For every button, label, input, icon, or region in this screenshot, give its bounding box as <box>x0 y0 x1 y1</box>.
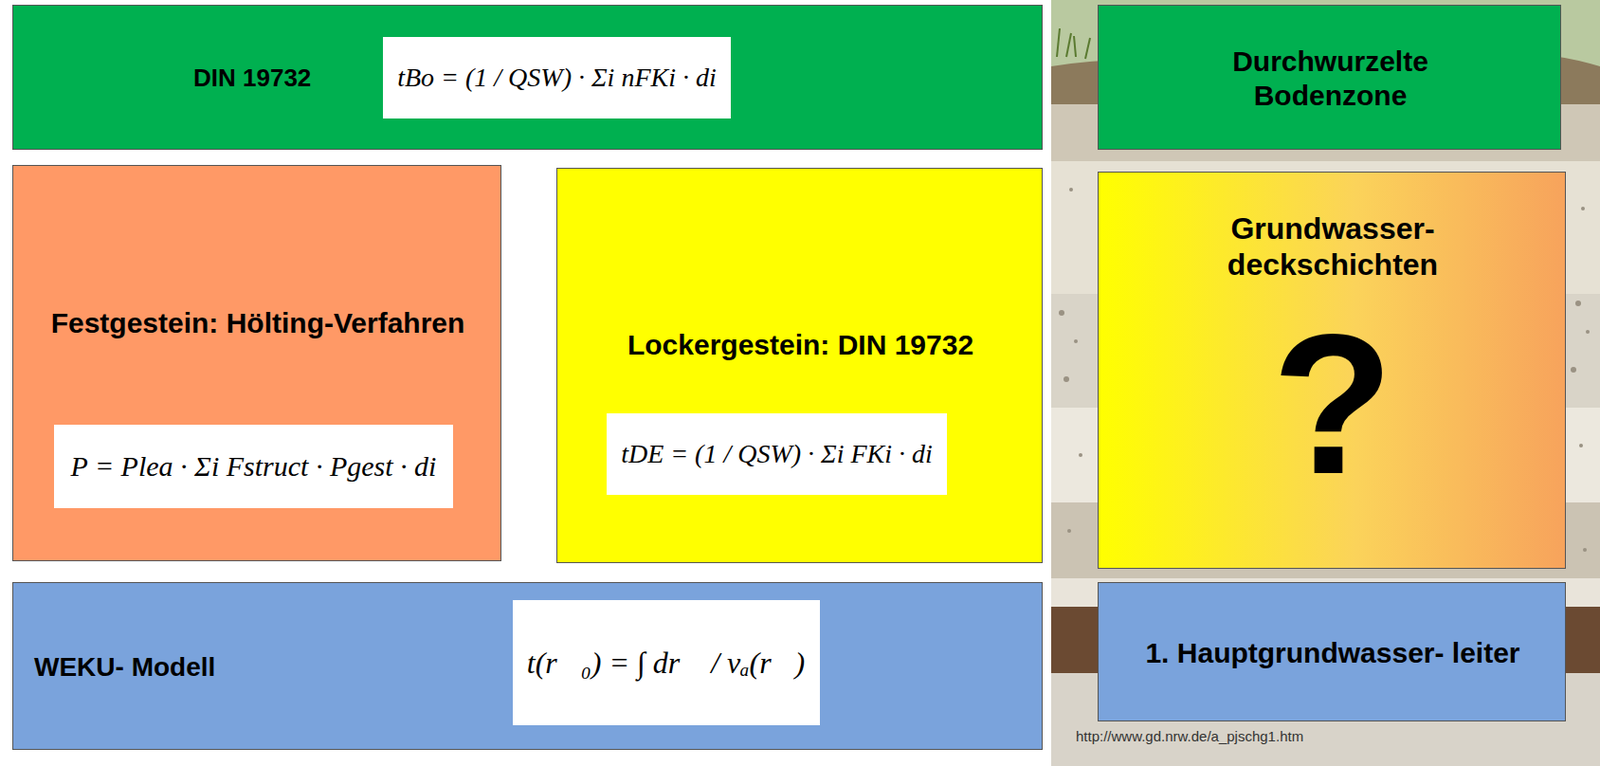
box-title: DIN 19732 <box>193 63 311 93</box>
zone-box: Grundwasser- deckschichten? <box>1097 171 1566 569</box>
method-band: WEKU- Modell t(r⃗₀) = ∫ dr⃗ / vₐ(r⃗) <box>12 581 1043 750</box>
source-url: http://www.gd.nrw.de/a_pjschg1.htm <box>1072 727 1307 745</box>
method-band: DIN 19732 tBo = (1 / QSW) · Σi nFKi · di <box>12 4 1043 150</box>
formula-text: tBo = (1 / QSW) · Σi nFKi · di <box>397 61 717 94</box>
soil-ground <box>1051 0 1600 766</box>
box-title: Durchwurzelte Bodenzone <box>1179 44 1483 113</box>
method-box: Lockergestein: DIN 19732 tDE = (1 / QSW) … <box>556 167 1043 564</box>
zone-box: Durchwurzelte Bodenzone <box>1097 4 1562 150</box>
formula-text: t(r⃗₀) = ∫ dr⃗ / vₐ(r⃗) <box>527 644 805 681</box>
formula-box: t(r⃗₀) = ∫ dr⃗ / vₐ(r⃗) <box>512 600 820 726</box>
method-box: Festgestein: Hölting-Verfahren P = Plea ·… <box>12 164 502 562</box>
formula-box: tDE = (1 / QSW) · Σi FKi · di <box>606 413 947 495</box>
grass-blades <box>1056 28 1091 59</box>
zone-box: 1. Hauptgrundwasser- leiter <box>1097 581 1566 722</box>
formula-box: tBo = (1 / QSW) · Σi nFKi · di <box>382 36 731 119</box>
box-title: Lockergestein: DIN 19732 <box>627 327 974 363</box>
formula-box: P = Plea · Σi Fstruct · Pgest · di <box>54 424 454 509</box>
formula-text: P = Plea · Σi Fstruct · Pgest · di <box>71 449 437 484</box>
box-title: Festgestein: Hölting-Verfahren <box>49 306 467 341</box>
box-title: ? <box>1272 305 1394 505</box>
box-title: 1. Hauptgrundwasser- leiter <box>1143 636 1523 671</box>
box-title: WEKU- Modell <box>34 651 216 684</box>
formula-text: tDE = (1 / QSW) · Σi FKi · di <box>620 437 933 471</box>
box-title: Grundwasser- deckschichten <box>1181 210 1485 284</box>
